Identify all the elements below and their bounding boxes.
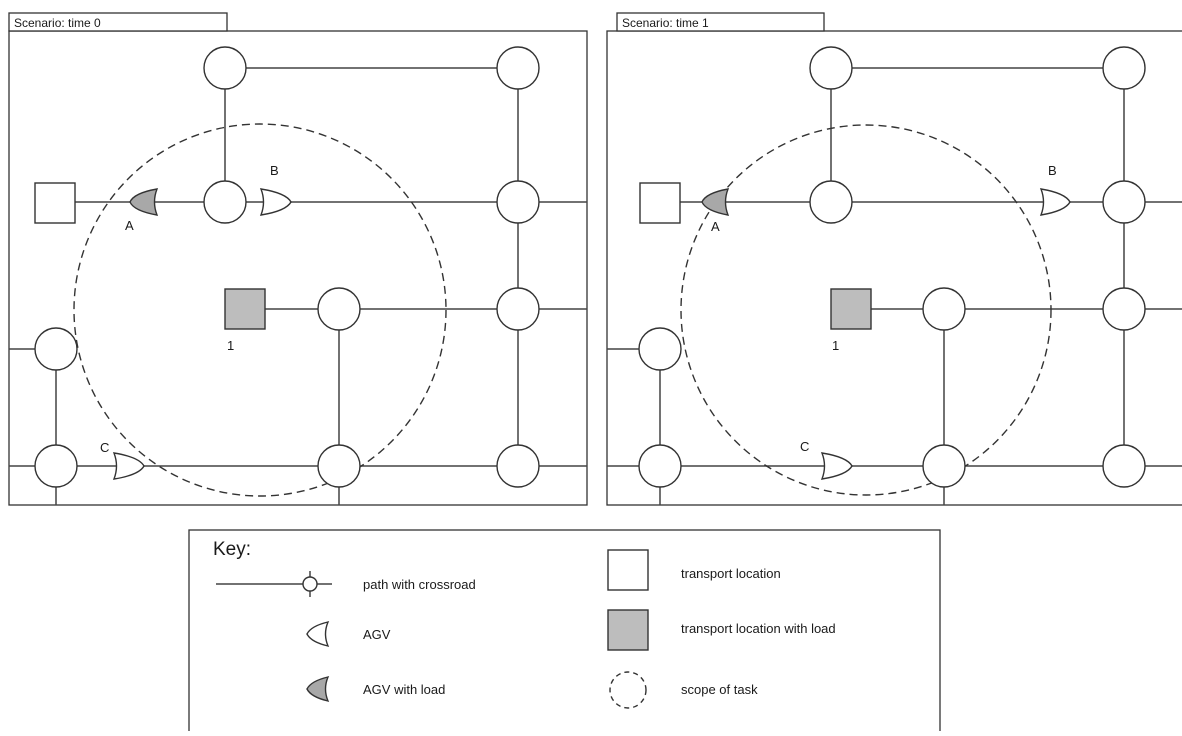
agv-label-a: A xyxy=(125,218,134,233)
legend-path-label: path with crossroad xyxy=(363,577,476,592)
agv-label-c: C xyxy=(800,439,809,454)
task-scope xyxy=(680,124,1052,496)
panel-title: Scenario: time 0 xyxy=(14,16,101,30)
agv-label-b: B xyxy=(270,163,279,178)
panel-title-tab xyxy=(616,12,825,32)
transport-location xyxy=(639,182,681,224)
legend-location-label: transport location xyxy=(681,566,781,581)
location-label: 1 xyxy=(227,338,234,353)
panel-title-tab xyxy=(8,12,228,32)
agv-b: B xyxy=(259,163,292,216)
task-scope xyxy=(73,123,447,497)
crossroads xyxy=(34,46,540,488)
legend-location-loaded-symbol xyxy=(607,609,649,651)
agv-c: C xyxy=(100,440,145,480)
legend-scope-symbol xyxy=(609,671,647,709)
location-label: 1 xyxy=(832,338,839,353)
agv-c: C xyxy=(800,439,853,480)
panel-frame xyxy=(8,30,588,506)
agv-label-c: C xyxy=(100,440,109,455)
legend-agv-symbol xyxy=(306,621,330,647)
transport-location-loaded xyxy=(830,288,872,330)
transport-location xyxy=(34,182,76,224)
agv-a: A xyxy=(125,188,159,233)
legend-agv-label: AGV xyxy=(363,627,391,642)
agv-label-a: A xyxy=(711,219,720,234)
legend-location-loaded-label: transport location with load xyxy=(681,621,836,636)
agv-label-b: B xyxy=(1048,163,1057,178)
scenario-panel-time-0: Scenario: time 0 xyxy=(8,12,588,506)
transport-location-loaded xyxy=(224,288,266,330)
agv-b: B xyxy=(1039,163,1071,216)
panel-frame xyxy=(606,30,1182,506)
legend-path-symbol xyxy=(216,571,332,597)
legend-agv-loaded-label: AGV with load xyxy=(363,682,445,697)
scenario-panel-time-1: Scenario: time 1 xyxy=(606,12,1182,506)
legend-key: Key: path with crossroad AGV AGV with lo… xyxy=(188,529,941,736)
legend-location-symbol xyxy=(607,549,649,591)
agv-a: A xyxy=(701,188,730,234)
legend-scope-label: scope of task xyxy=(681,682,758,697)
legend-title: Key: xyxy=(213,539,251,560)
legend-agv-loaded-symbol xyxy=(306,676,330,702)
panel-title: Scenario: time 1 xyxy=(622,16,709,30)
crossroads xyxy=(638,46,1146,488)
